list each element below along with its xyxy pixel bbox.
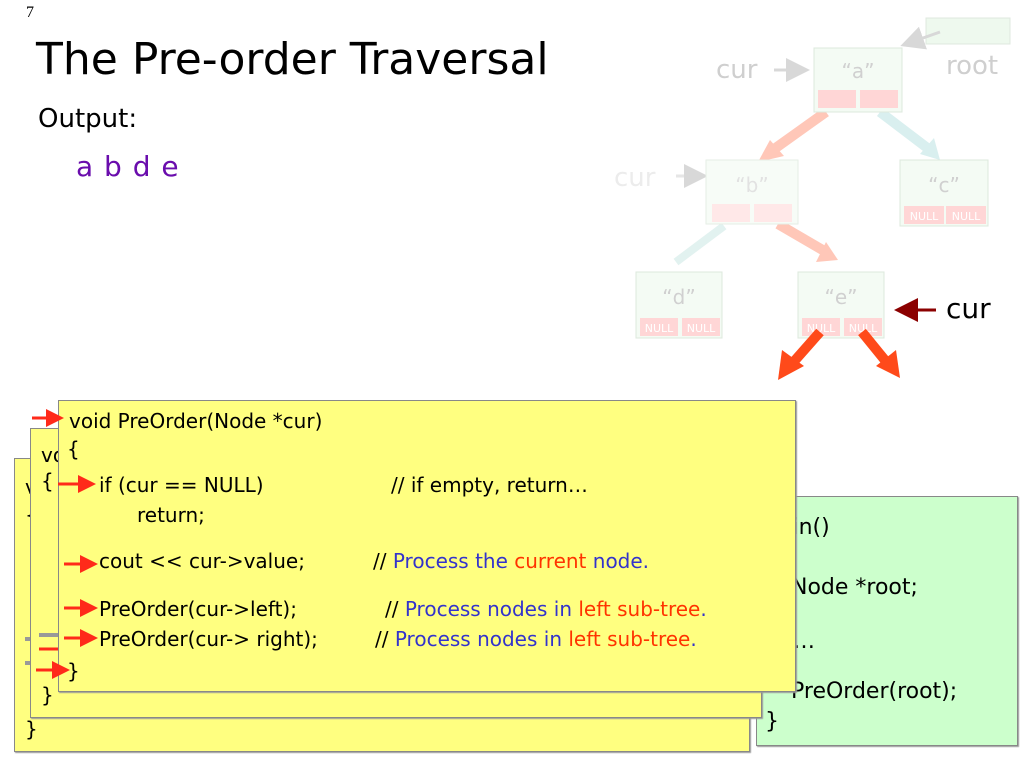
edge-b-e-head: [816, 242, 838, 262]
cur-label-b: cur: [614, 163, 656, 193]
code-line-6-code: PreOrder(cur->left);: [99, 597, 297, 621]
frame1-line-3: }: [41, 683, 54, 707]
code-line-5: cout << cur->value;// Process the curren…: [99, 549, 650, 573]
stack-frame-current: void PreOrder(Node *cur) { if (cur == NU…: [58, 400, 796, 692]
code-line-5-code: cout << cur->value;: [99, 549, 305, 573]
code-line-8: }: [67, 659, 80, 683]
code-line-2: {: [67, 437, 80, 461]
node-c-value: “c”: [928, 173, 960, 197]
root-label: root: [946, 51, 998, 81]
null-label: NULL: [645, 322, 674, 335]
edge-b-e: [775, 219, 829, 257]
tree-diagram: root cur cur “a” “b” “c” NULL NULL “d”: [614, 17, 1011, 380]
tree-node-e: “e” NULL NULL: [797, 271, 885, 339]
code-line-4: return;: [137, 503, 205, 527]
code-line-7: PreOrder(cur-> right);// Process nodes i…: [99, 627, 697, 651]
null-label: NULL: [910, 210, 939, 223]
cur-label-e: cur: [946, 292, 991, 325]
arrow-left-child-head: [778, 350, 804, 380]
main-line-2: Node *root;: [791, 575, 918, 600]
null-label: NULL: [849, 322, 878, 335]
tree-node-b: “b”: [705, 159, 799, 225]
node-a-value: “a”: [842, 59, 875, 83]
tree-node-d: “d” NULL NULL: [635, 271, 723, 339]
code-line-7-code: PreOrder(cur-> right);: [99, 627, 318, 651]
frame2-line-4: }: [25, 717, 38, 741]
output-value: a b d e: [76, 150, 180, 183]
node-d-value: “d”: [662, 285, 695, 309]
main-line-4: PreOrder(root);: [791, 679, 958, 704]
node-e-value: “e”: [824, 285, 857, 309]
execution-pointers: [32, 409, 98, 679]
edge-b-d: [673, 222, 727, 266]
null-label: NULL: [952, 210, 981, 223]
main-function-box: ain() Node *root; … PreOrder(root); }: [756, 496, 1018, 746]
page-title: The Pre-order Traversal: [36, 34, 549, 85]
arrow-right-child: [858, 328, 892, 368]
output-label: Output:: [38, 104, 138, 134]
node-b-value: “b”: [735, 173, 768, 197]
arrow-right-child-head: [876, 350, 900, 378]
tree-node-c: “c” NULL NULL: [899, 159, 989, 227]
frame1-line-2: {: [41, 469, 54, 493]
edge-a-c: [876, 108, 934, 154]
code-line-6: PreOrder(cur->left);// Process nodes in …: [99, 597, 707, 621]
edge-a-c-head: [920, 138, 940, 160]
code-line-3: if (cur == NULL) // if empty, return…: [99, 473, 588, 497]
null-label: NULL: [807, 322, 836, 335]
code-line-1: void PreOrder(Node *cur): [69, 409, 323, 433]
code-line-3-comment: // if empty, return…: [391, 473, 588, 497]
tree-node-a: “a”: [813, 47, 903, 113]
null-label: NULL: [687, 322, 716, 335]
root-pointer-arrow: [900, 26, 941, 50]
main-line-5: }: [765, 709, 779, 734]
slide-number: 7: [26, 4, 34, 21]
code-line-3-code: if (cur == NULL): [99, 473, 264, 497]
main-line-3: …: [793, 629, 815, 654]
cur-label-a: cur: [716, 55, 758, 85]
edge-a-b-head: [758, 140, 784, 162]
edge-a-b: [767, 107, 829, 157]
